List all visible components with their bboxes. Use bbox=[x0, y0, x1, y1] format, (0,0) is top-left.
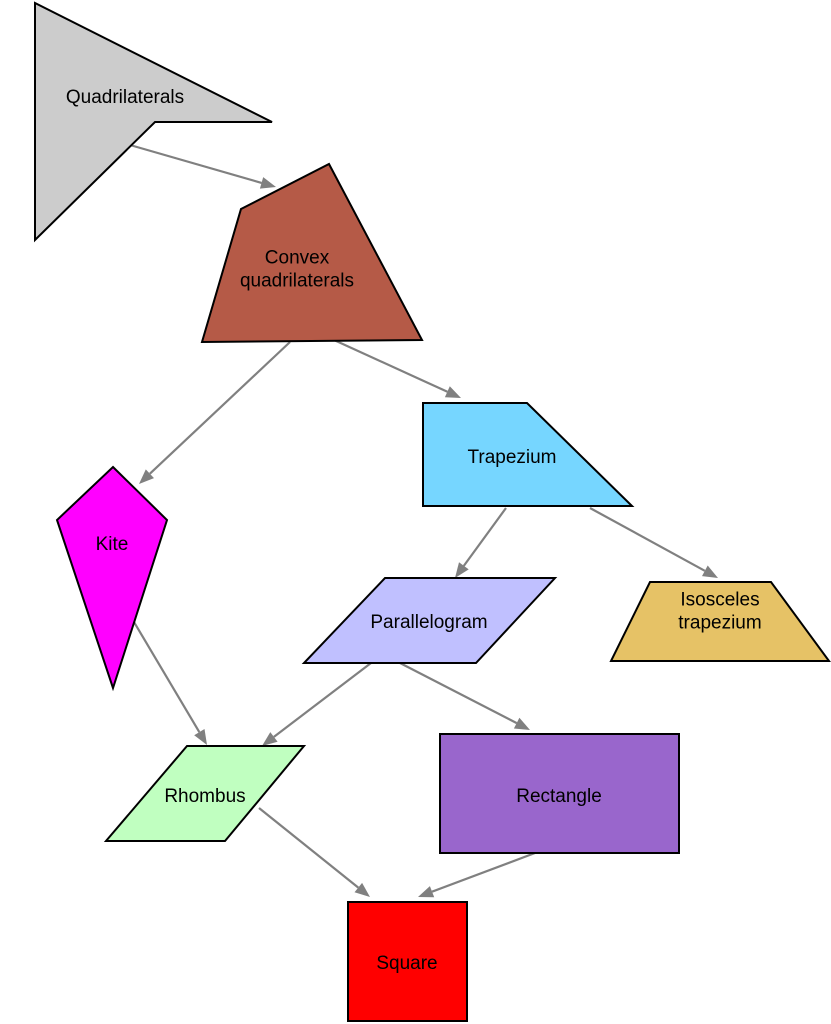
arrowhead bbox=[702, 565, 718, 578]
node-shape-quadrilaterals bbox=[34, 1, 273, 243]
arrowhead bbox=[418, 886, 435, 898]
arrowhead bbox=[262, 732, 278, 746]
node-label-convex: quadrilaterals bbox=[240, 271, 354, 292]
node-label-trapezium: Trapezium bbox=[467, 447, 556, 468]
node-shape-kite bbox=[55, 465, 169, 692]
node-rectangle: Rectangle bbox=[439, 733, 680, 854]
node-shape-rhombus bbox=[103, 745, 307, 842]
arrowhead bbox=[354, 882, 370, 897]
node-shape-isosceles bbox=[609, 581, 831, 662]
edge-rectangle-to-square bbox=[418, 851, 536, 898]
node-shape-convex bbox=[200, 162, 424, 344]
node-trapezium: Trapezium bbox=[422, 402, 635, 507]
node-parallelogram: Parallelogram bbox=[301, 577, 558, 664]
node-label-convex: Convex bbox=[265, 248, 330, 269]
edge-line bbox=[462, 507, 507, 567]
edge-trapezium-to-isosceles bbox=[589, 507, 718, 578]
node-label-kite: Kite bbox=[96, 534, 129, 555]
node-label-quadrilaterals: Quadrilaterals bbox=[66, 87, 184, 108]
arrowhead bbox=[444, 386, 461, 398]
node-square: Square bbox=[347, 901, 468, 1022]
arrowhead bbox=[194, 729, 207, 745]
arrowhead bbox=[455, 562, 469, 578]
edge-line bbox=[589, 507, 706, 572]
node-kite: Kite bbox=[55, 465, 169, 692]
arrowhead bbox=[513, 717, 530, 730]
node-quadrilaterals: Quadrilaterals bbox=[34, 1, 273, 243]
node-label-parallelogram: Parallelogram bbox=[370, 612, 487, 633]
edge-convex-to-kite bbox=[139, 341, 291, 484]
edge-line bbox=[273, 662, 372, 738]
node-shape-trapezium bbox=[422, 402, 635, 507]
node-label-isosceles: trapezium bbox=[678, 613, 761, 634]
edge-convex-to-trapezium bbox=[333, 338, 461, 398]
node-label-rhombus: Rhombus bbox=[164, 786, 245, 807]
node-rhombus: Rhombus bbox=[103, 745, 307, 842]
edge-rhombus-to-square bbox=[258, 807, 370, 897]
arrowhead bbox=[139, 469, 154, 484]
edge-line bbox=[333, 338, 448, 393]
node-label-rectangle: Rectangle bbox=[516, 786, 602, 807]
edge-parallelogram-to-rectangle bbox=[399, 662, 530, 730]
edge-trapezium-to-parallelogram bbox=[455, 507, 507, 578]
edge-kite-to-rhombus bbox=[133, 621, 207, 745]
edges-layer bbox=[129, 143, 718, 898]
nodes-layer: QuadrilateralsConvexquadrilateralsTrapez… bbox=[34, 1, 831, 1022]
node-shape-parallelogram bbox=[301, 577, 558, 664]
arrowhead bbox=[259, 177, 276, 189]
edge-line bbox=[258, 807, 359, 889]
edge-parallelogram-to-rhombus bbox=[262, 662, 372, 746]
edge-quadrilaterals-to-convex bbox=[129, 143, 276, 189]
node-label-square: Square bbox=[376, 953, 437, 974]
edge-line bbox=[399, 662, 518, 725]
node-shape-square bbox=[347, 901, 468, 1022]
edge-line bbox=[129, 143, 262, 184]
node-label-isosceles: Isosceles bbox=[680, 590, 759, 611]
node-shape-rectangle bbox=[439, 733, 680, 854]
edge-line bbox=[133, 621, 201, 733]
edge-line bbox=[431, 851, 536, 893]
edge-line bbox=[149, 341, 291, 475]
